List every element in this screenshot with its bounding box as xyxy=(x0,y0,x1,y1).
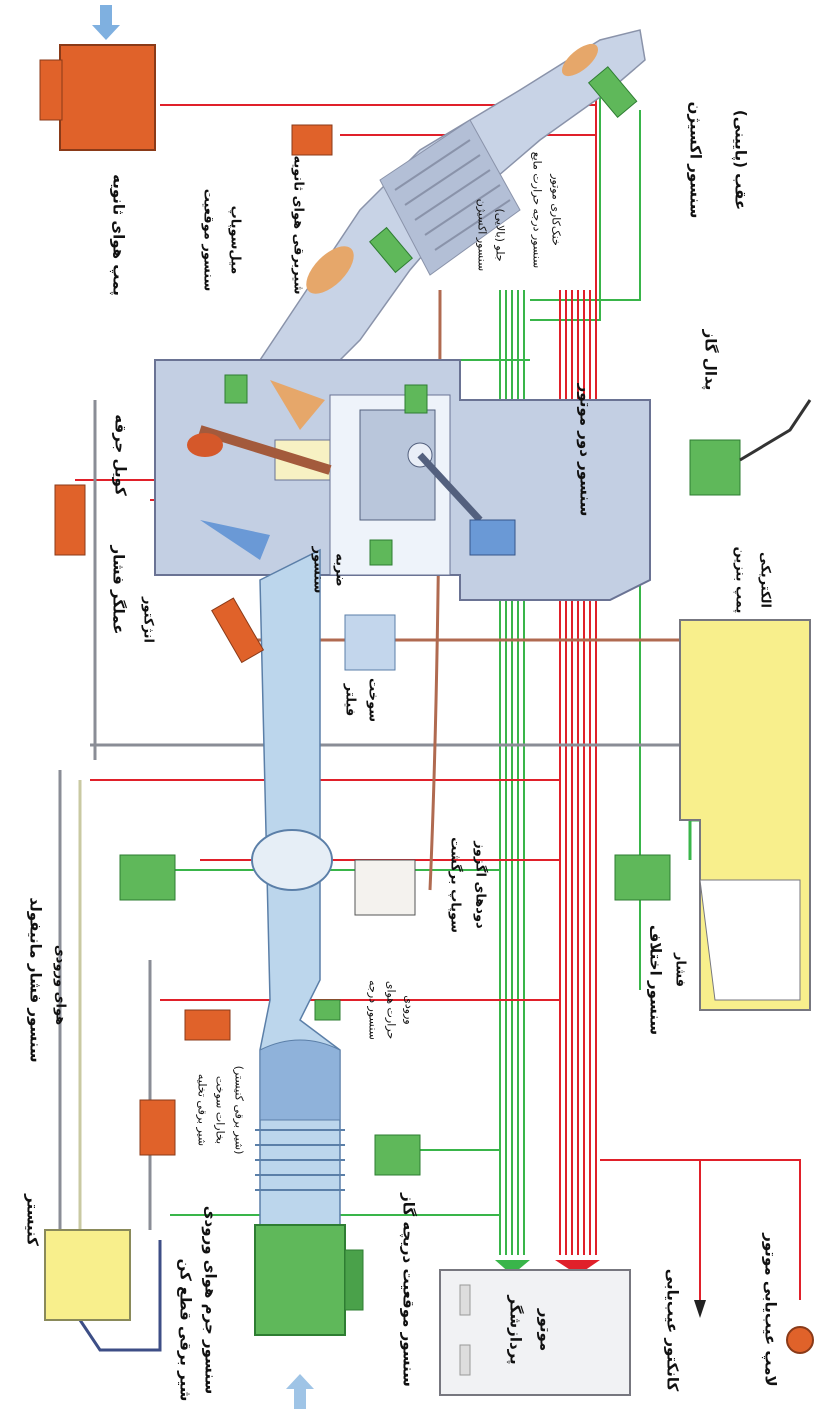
throttle-sensor-label: سنسور موقعیت دریچه گاز xyxy=(399,1193,418,1387)
ecu-label-1: پردازشگر xyxy=(506,1295,525,1365)
egr-valve-label-1: سوپاپ برگشت xyxy=(447,837,463,933)
secondary-air-valve-label: شیربرقی هوای ثانویه xyxy=(290,155,306,295)
secondary-air-pump-label: پمپ هوای ثانویه xyxy=(109,174,128,296)
camshaft-sensor xyxy=(224,374,248,404)
maf-sensor-label: سنسور جرم هوای ورودی xyxy=(201,1205,220,1395)
maf-sensor xyxy=(254,1224,346,1336)
canister xyxy=(44,1229,131,1321)
front-o2-sensor-label-1: سنسور اکسیژن xyxy=(475,198,489,272)
pressure-regulator xyxy=(211,597,265,664)
camshaft-sensor-label-1: سنسور موقعیت xyxy=(200,188,216,292)
intake-manifold xyxy=(251,548,345,1231)
map-sensor-label-1: سنسور فشار مانیفولد xyxy=(26,897,45,1063)
canister-cutoff-valve xyxy=(139,1099,176,1156)
map-sensor xyxy=(119,854,176,901)
green-bundle-arrow xyxy=(495,1260,530,1275)
pressure-regulator-label: عملگر فشار xyxy=(109,545,128,635)
ignition-coil xyxy=(54,484,86,556)
diff-pressure-label-2: فشار xyxy=(672,952,688,988)
intake-temp-label-3: ورودی xyxy=(402,995,416,1025)
secondary-air-pump xyxy=(59,44,156,151)
egr-valve-label-2: دودهای اگزوز xyxy=(472,841,488,929)
coolant-temp-sensor xyxy=(404,384,428,414)
throttle-body xyxy=(251,829,333,891)
engine-speed-sensor xyxy=(469,519,516,556)
canister-label: کنیستر xyxy=(23,1194,42,1246)
camshaft-sensor-label-2: میل‌سوپاپ xyxy=(227,205,243,275)
purge-valve-label-2: بخارات سوخت xyxy=(213,1075,227,1145)
ignition-coil-label: کویل جرقه xyxy=(111,414,130,496)
throttle-position-sensor xyxy=(374,1134,421,1176)
red-bundle-arrow xyxy=(555,1260,600,1275)
diag-connector-label: کانکتور عیب‌یابی xyxy=(663,1268,682,1392)
fuel-filter xyxy=(344,614,396,671)
ecu xyxy=(439,1269,631,1396)
secondary-air-valve xyxy=(291,124,333,156)
rear-o2-sensor-label-2: عقب (پایینی) xyxy=(731,109,750,211)
front-o2-sensor-label-2: جلو (بالایی) xyxy=(493,208,507,262)
map-sensor-label-2: هوای ورودی xyxy=(52,944,68,1026)
diag-connector-arrow xyxy=(694,1300,706,1318)
knock-sensor-label-1: سنسور xyxy=(310,546,326,594)
knock-sensor-label-2: ضربه xyxy=(332,553,348,587)
fuel-filter-label-1: فیلتر xyxy=(342,683,358,717)
coolant-temp-label-2: خنک‌کاری موتور xyxy=(549,174,563,246)
rear-o2-sensor xyxy=(587,66,638,119)
intake-temp-label-2: حرارت هوای xyxy=(384,980,398,1040)
diff-pressure-label-1: سنسور اختلاف xyxy=(646,924,665,1036)
accelerator-pedal xyxy=(689,439,741,496)
egr-valve xyxy=(354,859,416,916)
arrow-down-icon xyxy=(92,5,120,40)
front-o2-sensor xyxy=(369,226,413,274)
canister-cutoff-label: شیر برقی قطع کن xyxy=(176,1258,195,1402)
engine-speed-sensor-label: سنسور دور موتور xyxy=(576,383,595,517)
diff-pressure-sensor xyxy=(614,854,671,901)
accelerator-pedal-label: پدال گاز xyxy=(701,329,720,391)
mil-lamp-label: لامپ عیب‌یابی موتور xyxy=(761,1233,780,1387)
arrow-up-icon xyxy=(286,1374,314,1409)
fuel-pump-label-1: پمپ بنزین xyxy=(732,546,748,614)
purge-valve-label-3: (شیر برقی کنیستر) xyxy=(232,1065,246,1155)
intake-temp-sensor xyxy=(314,999,341,1021)
purge-valve xyxy=(184,1009,231,1041)
rear-o2-sensor-label-1: سنسور اکسیژن xyxy=(686,101,705,219)
fuel-filter-label-2: سوخت xyxy=(365,677,381,723)
exhaust-system xyxy=(177,29,646,421)
ecu-label-2: موتور xyxy=(536,1308,555,1352)
injector-label: انژکتور xyxy=(140,597,156,643)
mil-lamp-icon xyxy=(786,1326,814,1354)
coolant-temp-label-1: سنسور درجه حرارت مایع xyxy=(530,151,544,269)
purge-valve-label-1: شیر برقی تخلیه xyxy=(195,1073,209,1147)
intake-temp-label-1: سنسور درجه xyxy=(366,980,380,1040)
fuel-pump-label-2: الکتریکی xyxy=(757,552,773,608)
knock-sensor xyxy=(369,539,393,566)
